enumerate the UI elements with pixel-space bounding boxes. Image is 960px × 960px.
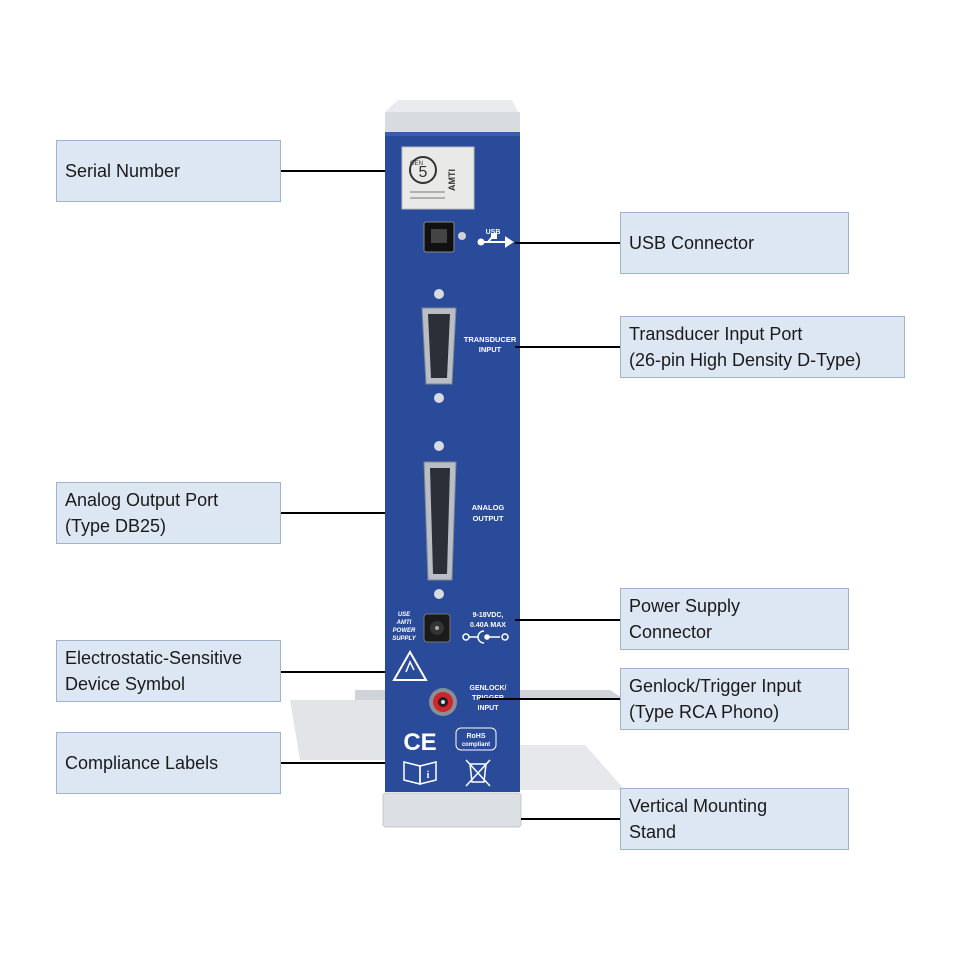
leader-esd — [281, 671, 385, 673]
ce-mark: CE — [403, 729, 436, 756]
callout-analog-output-line-1: Analog Output Port — [65, 490, 219, 510]
transducer-label-1: TRANSDUCER — [464, 335, 517, 344]
callout-serial-number: Serial Number — [56, 140, 281, 202]
callout-power-supply-line-2: Connector — [629, 622, 713, 642]
power-jack — [423, 613, 451, 643]
serial-number-plate: 5 GEN AMTI — [401, 146, 475, 210]
polarity-icon — [462, 630, 509, 644]
analog-label-1: ANALOG — [472, 503, 505, 512]
leader-compliance — [281, 762, 385, 764]
weee-bin-icon — [465, 759, 491, 787]
genlock-rca-connector — [429, 688, 457, 716]
analog-output-connector — [423, 441, 457, 599]
callout-usb-connector: USB Connector — [620, 212, 849, 274]
rohs-label-2: compliant — [462, 742, 490, 748]
callout-compliance-labels: Compliance Labels — [56, 732, 281, 794]
callout-mounting-stand-line-2: Stand — [629, 822, 677, 842]
callout-power-supply-line-1: Power Supply — [629, 596, 741, 616]
callout-esd-symbol-line-2: Device Symbol — [65, 674, 186, 694]
genlock-label-1: GENLOCK/ — [470, 685, 507, 692]
callout-compliance-labels-line-1: Compliance Labels — [65, 753, 219, 773]
serial-plate-num: 5 — [419, 164, 428, 181]
callout-power-supply: Power Supply Connector — [620, 588, 849, 650]
callout-genlock-trigger-line-1: Genlock/Trigger Input — [629, 676, 802, 696]
serial-plate-brand: AMTI — [447, 169, 457, 191]
leader-stand — [521, 818, 620, 820]
callout-transducer-input-line-1: Transducer Input Port — [629, 324, 803, 344]
callout-serial-number-line-1: Serial Number — [65, 161, 181, 181]
rohs-label-1: RoHS — [466, 733, 485, 740]
rohs-badge: RoHS compliant — [455, 727, 497, 751]
power-right-2: 0.40A MAX — [470, 622, 506, 629]
callout-mounting-stand-line-1: Vertical Mounting — [629, 796, 768, 816]
leader-power-supply — [515, 619, 620, 621]
power-right-1: 9-18VDC, — [473, 612, 504, 619]
callout-esd-symbol-line-1: Electrostatic-Sensitive — [65, 648, 243, 668]
callout-transducer-input: Transducer Input Port (26-pin High Densi… — [620, 316, 905, 378]
power-left-1: USE — [398, 612, 411, 618]
callout-mounting-stand: Vertical Mounting Stand — [620, 788, 849, 850]
callout-transducer-input-line-2: (26-pin High Density D-Type) — [629, 350, 862, 370]
manual-icon: i — [403, 761, 437, 785]
callout-genlock-trigger: Genlock/Trigger Input (Type RCA Phono) — [620, 668, 849, 730]
power-left-2: AMTI — [396, 620, 412, 626]
esd-symbol-icon — [392, 649, 428, 681]
transducer-input-connector — [421, 289, 457, 403]
svg-text:i: i — [427, 770, 430, 781]
leader-transducer — [515, 346, 620, 348]
housing-top — [385, 100, 518, 112]
usb-port — [423, 221, 466, 253]
callout-analog-output: Analog Output Port (Type DB25) — [56, 482, 281, 544]
transducer-label-2: INPUT — [479, 345, 502, 354]
callout-analog-output-line-2: (Type DB25) — [65, 516, 167, 536]
serial-plate-gen: GEN — [410, 161, 423, 167]
usb-icon — [477, 233, 514, 248]
power-left-4: SUPPLY — [392, 636, 417, 642]
leader-genlock — [480, 698, 620, 700]
callout-esd-symbol: Electrostatic-Sensitive Device Symbol — [56, 640, 281, 702]
genlock-label-3: INPUT — [478, 705, 500, 712]
power-left-3: POWER — [393, 628, 416, 634]
leader-analog-output — [281, 512, 385, 514]
usb-label: USB — [486, 229, 501, 236]
leader-serial-number — [281, 170, 385, 172]
leader-usb — [515, 242, 620, 244]
analog-label-2: OUTPUT — [473, 514, 504, 523]
callout-usb-connector-line-1: USB Connector — [629, 233, 755, 253]
callout-genlock-trigger-line-2: (Type RCA Phono) — [629, 702, 780, 722]
